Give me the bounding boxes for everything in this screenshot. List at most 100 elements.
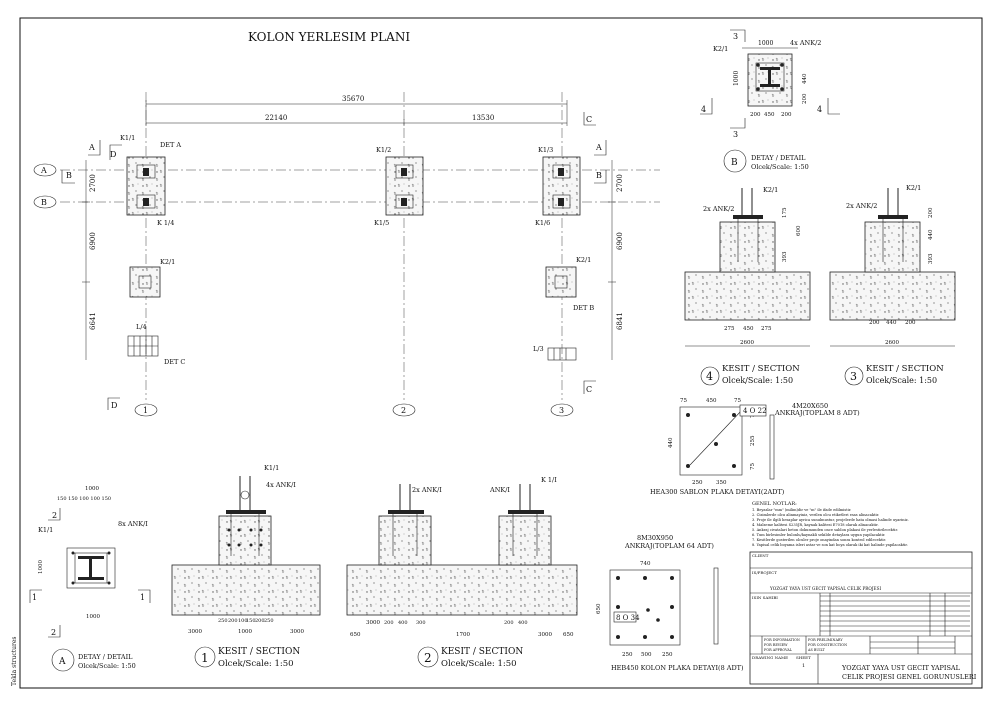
section2-marker-text: 2 [424,651,432,665]
section1-dim-mid: 1000 [238,629,252,635]
heb450-dim-left: 650 [596,603,602,614]
notes-line-6: 6. Tum birlesimler bulonlu/kaynakli seki… [752,533,885,537]
section-mark-b-right: B [596,171,602,180]
heb450-hole: 8 O 34 [616,614,640,622]
detail-a-dim-row: 150 150 100 100 150 [57,496,111,502]
stair-l3 [547,347,577,361]
section1-scale: Olcek/Scale: 1:50 [218,659,294,669]
axis-bubble-3 [550,403,574,417]
axis-label-2: 2 [401,406,406,415]
tb-status-6: AS BUILT [807,648,826,652]
section4-dim-f: 275 [761,326,772,332]
detail-b: 1000 K2/1 4x ANK/2 1000 200 450 200 440 … [700,29,840,173]
hea300-dim-top-b: 450 [706,398,717,404]
tb-project-name: YOZGAT YAYA UST GECIT YAPISAL CELIK PROJ… [769,586,881,591]
notes-line-4: 4. Malzeme kalitesi S235JR, kaynak kalit… [752,523,879,527]
heb450-anchor-spec: 8M30X950 [637,534,673,542]
footing-k12 [385,156,424,216]
section2-label-ank2: ANK/I [489,486,510,494]
plan-dim-v1-right: 2700 [616,174,624,192]
section4-title: KESIT / SECTION [722,364,800,374]
section2-dim-g: 200 [504,620,514,626]
section-mark-a-right: A [595,143,602,152]
heb450-dim-top: 740 [640,561,651,567]
section1-dim-b: 250 [218,618,228,624]
section-2: 2x ANK/I ANK/I K 1/I 650 3000 200 400 30… [346,476,578,669]
detail-b-dim-side-b: 200 [802,93,808,104]
section2-label-ank1: 2x ANK/I [412,486,442,494]
notes-line-8: 8. Yapisal celik boyama isleri astar ve … [752,543,908,547]
section1-dim-h: 3000 [290,629,304,635]
section2-dim-e: 300 [416,620,426,626]
detail-b-label-ank: 4x ANK/2 [790,39,821,47]
section2-scale: Olcek/Scale: 1:50 [441,659,517,669]
footing-k11 [126,156,166,216]
tb-owner-label: ISIN SAHIBI [752,595,778,600]
plan-title: KOLON YERLESIM PLANI [248,30,410,44]
column-layout-plan: KOLON YERLESIM PLANI 35670 22140 13530 A… [33,30,660,417]
section3-dim-c: 393 [928,253,934,264]
section-1: K1/1 4x ANK/I 3000 250 200 100 150 200 2… [171,464,321,669]
label-det-b: DET B [573,304,594,312]
section1-dim-f: 200 [255,618,265,624]
section4-dim-total: 2600 [740,340,754,346]
label-k16: K1/6 [535,219,550,227]
tb-sheet-no: 1 [802,663,805,669]
section4-label-ank: 2x ANK/2 [703,205,734,213]
detail-a-marker [51,648,75,672]
plan-dim-right: 13530 [472,114,494,122]
label-k11: K1/1 [120,134,135,142]
detail-b-dim-side-a: 440 [802,73,808,84]
hea300-dim-r-c: 75 [750,463,756,470]
detail-b-cut-4-right: 4 [817,105,822,114]
general-notes: GENEL NOTLAR: 1. Beyazlar "mm" (milim)di… [752,501,909,547]
footing-k21-left [129,266,161,298]
plan-dim-v3: 6641 [89,312,97,330]
plate-heb450: 740 650 250 500 250 8 O 34 8M30X950 ANKR… [596,534,744,672]
section3-marker [844,366,864,386]
hea300-dim-bot-b: 350 [716,480,727,486]
axis-bubble-a [33,163,57,177]
tb-status-3: FOR APPROVAL [764,648,793,652]
detail-a-cut-2-top: 2 [52,511,57,520]
section4-dim-a: 175 [782,207,788,218]
label-k21-right: K2/1 [576,256,591,264]
detail-a-label-k: K1/1 [38,526,53,534]
section1-label-ank: 4x ANK/I [266,481,296,489]
section2-dim-f: 1700 [456,632,470,638]
detail-b-cut-4-left: 4 [701,105,706,114]
plan-dim-v1: 2700 [89,174,97,192]
section-mark-c-bottom: C [586,385,592,394]
tb-status-1: FOR INFORMATION [764,638,800,642]
title-block: CLIENT IS/PROJECT YOZGAT YAYA UST GECIT … [749,551,977,685]
section3-dim-total: 2600 [885,340,899,346]
label-k15: K1/5 [374,219,389,227]
section2-dim-c: 200 [384,620,394,626]
plan-dim-left: 22140 [265,114,287,122]
section4-dim-d: 275 [724,326,735,332]
side-vertical-text: Tekla structures [11,637,18,686]
tb-name-line2: CELIK PROJESI GENEL GORUNUSLERI [842,673,977,681]
section3-dim-f: 200 [905,320,916,326]
detail-a: 1000 150 150 100 100 150 K1/1 8x ANK/I 1… [29,486,151,672]
section1-dim-g: 250 [264,618,274,624]
footing-k21-right [545,266,577,298]
axis-bubble-b [33,195,57,209]
heb450-dim-bot-b: 500 [641,652,652,658]
section1-dim-c: 200 [228,618,238,624]
section1-title: KESIT / SECTION [218,647,300,657]
label-k21-left: K2/1 [160,258,175,266]
detail-b-marker [723,149,747,173]
plate-hea300: 75 450 75 440 75 255 75 250 350 4 O 22 4… [650,398,860,496]
detail-a-label-ank: 8x ANK/I [118,520,148,528]
plan-dim-v2: 6900 [89,232,97,250]
detail-a-title: DETAY / DETAIL [78,653,133,661]
section4-dim-b: 600 [796,225,802,236]
tb-sheet-label: SHEET [796,655,811,660]
section2-marker [417,646,439,668]
hea300-dim-left: 440 [668,437,674,448]
plan-dim-total: 35670 [342,95,364,103]
label-k14: K 1/4 [157,219,174,227]
hea300-dim-top-a: 75 [680,398,687,404]
